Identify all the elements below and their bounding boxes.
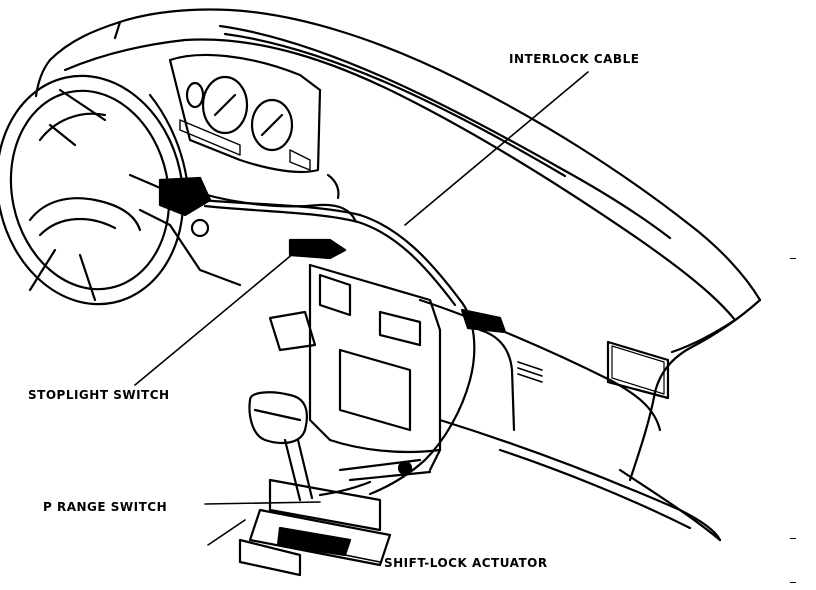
margin-tick <box>790 538 796 539</box>
shift-lever <box>248 391 314 502</box>
lower-dash-panel <box>418 298 722 542</box>
label-shift-lock-actuator: SHIFT-LOCK ACTUATOR <box>384 556 548 570</box>
leader-lines <box>134 71 589 563</box>
label-stoplight-switch: STOPLIGHT SWITCH <box>28 388 170 402</box>
leader-p-range-switch <box>204 501 321 505</box>
margin-tick <box>790 258 796 259</box>
label-interlock-cable: INTERLOCK CABLE <box>509 52 640 66</box>
leader-lower-left <box>207 519 246 546</box>
margin-tick <box>790 582 796 583</box>
interlock-cable <box>198 198 507 496</box>
leader-stoplight-switch <box>134 247 301 386</box>
label-p-range-switch: P RANGE SWITCH <box>43 500 168 514</box>
center-console <box>268 263 442 472</box>
leader-shift-lock-actuator <box>299 545 381 563</box>
leader-interlock-cable <box>404 71 589 226</box>
stoplight-switch-assembly <box>158 173 357 260</box>
instrument-cluster <box>138 53 322 287</box>
dashboard-outline <box>34 8 762 482</box>
